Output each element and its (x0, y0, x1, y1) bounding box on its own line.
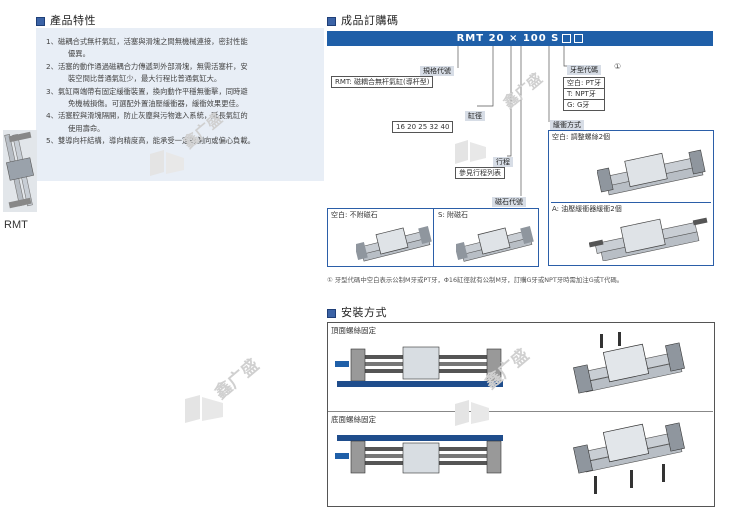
magnet-option: S: 附磁石 (438, 211, 469, 219)
feature-line: 4、活塞腔與滑塊隔開，防止灰塵與污物進入系統，延長氣缸的 (46, 111, 248, 121)
cylinder-without-magnet-image (356, 226, 432, 262)
thread-option: G: G牙 (567, 101, 590, 109)
watermark-icon (150, 150, 184, 176)
features-heading: 產品特性 (36, 12, 96, 28)
stroke-value: 參見行程列表 (455, 167, 505, 179)
features-panel: 1、磁耦合式無杆氣缸，活塞與滑塊之間無機械連接，密封性能 優異。 2、活塞的動作… (36, 28, 324, 181)
thread-option: T: NPT牙 (564, 89, 605, 100)
cylinder-with-screws-image (597, 149, 706, 196)
order-code-text: RMT 20 × 100 S (456, 33, 560, 44)
thread-options: 空白: PT牙 T: NPT牙 G: G牙 (563, 77, 606, 111)
bore-tag: 缸徑 (465, 111, 485, 121)
features-list: 1、磁耦合式無杆氣缸，活塞與滑塊之間無機械連接，密封性能 優異。 2、活塞的動作… (36, 28, 324, 148)
mounting-title: 安裝方式 (341, 306, 387, 319)
square-bullet-icon (327, 308, 336, 318)
cushion-tag: 緩衝方式 (550, 120, 584, 130)
cushion-divider (551, 202, 711, 203)
top-mount-drawing (335, 346, 503, 387)
feature-line: 免機械損傷。可選配外置油壓緩衝器，緩衝效果更佳。 (68, 99, 244, 109)
mounting-heading: 安裝方式 (327, 304, 387, 320)
footnote-mark: ① (614, 62, 622, 71)
feature-line: 3、氣缸兩端帶有固定緩衝裝置，換向動作平穩無衝擊，同時避 (46, 86, 248, 96)
magnet-divider (433, 209, 434, 266)
cylinder-with-magnet-image (456, 226, 534, 262)
magnet-tag: 磁石代號 (492, 197, 526, 207)
product-thumbnail-label: RMT (4, 219, 28, 231)
mounting-divider (328, 411, 713, 412)
bore-value: 16 20 25 32 40 (392, 121, 454, 133)
thread-footnote: ① 牙型代碼中空白表示公制M牙或PT牙，Φ16缸徑就有公制M牙，訂購G牙或NPT… (327, 276, 624, 284)
blank-square-icon (574, 33, 584, 43)
feature-line: 裝空間比普通氣缸少，最大行程比普通氣缸大。 (68, 74, 222, 84)
order-code-connectors (457, 46, 567, 196)
square-bullet-icon (327, 16, 336, 26)
stroke-tag: 行程 (493, 157, 513, 167)
top-mount-label: 頂面螺絲固定 (331, 326, 376, 335)
magnet-frame: 空白: 不附磁石 S: 附磁石 (327, 208, 539, 267)
order-heading: 成品訂購碼 (327, 12, 399, 28)
square-bullet-icon (36, 16, 45, 26)
feature-line: 使用壽命。 (68, 123, 105, 133)
bottom-mount-drawing (335, 435, 503, 474)
order-code-bar: RMT 20 × 100 S (327, 31, 713, 46)
thread-option: 空白: PT牙 (564, 78, 605, 89)
mounting-frame (327, 322, 715, 507)
cushion-frame: 空白: 調整螺絲2個 A: 油壓緩衝器緩衝2個 (548, 130, 714, 266)
cushion-option: 空白: 調整螺絲2個 (552, 133, 611, 141)
top-mount-3d-image (573, 332, 685, 394)
bottom-mount-3d-image (573, 422, 685, 494)
cushion-option: A: 油壓緩衝器緩衝2個 (552, 205, 622, 213)
spec-value: RMT: 磁耦合無杆氣缸(導杆型) (331, 76, 434, 88)
thread-tag-label: 牙型代碼 (570, 66, 598, 74)
feature-line: 1、磁耦合式無杆氣缸，活塞與滑塊之間無機械連接，密封性能 (46, 37, 248, 46)
cylinder-with-shock-absorber-image (589, 217, 708, 261)
feature-line: 5、雙導向杆結構，導向精度高，能承受一定的側向或偏心負載。 (46, 136, 255, 146)
magnet-option: 空白: 不附磁石 (331, 211, 378, 219)
watermark-icon (455, 140, 486, 164)
feature-line: 2、活塞的動作通過磁耦合力傳遞到外部滑塊，無需活塞杆，安 (46, 61, 248, 71)
product-thumbnail-image (3, 130, 37, 212)
order-title: 成品訂購碼 (341, 14, 399, 27)
thread-tag: 牙型代碼 (567, 65, 601, 75)
watermark-icon (455, 400, 489, 426)
spec-tag: 規格代號 (420, 66, 454, 76)
feature-line: 優異。 (68, 49, 90, 59)
watermark-icon (185, 395, 223, 423)
features-title: 產品特性 (50, 14, 96, 27)
blank-square-icon (562, 33, 572, 43)
bottom-mount-label: 底面螺絲固定 (331, 415, 376, 424)
